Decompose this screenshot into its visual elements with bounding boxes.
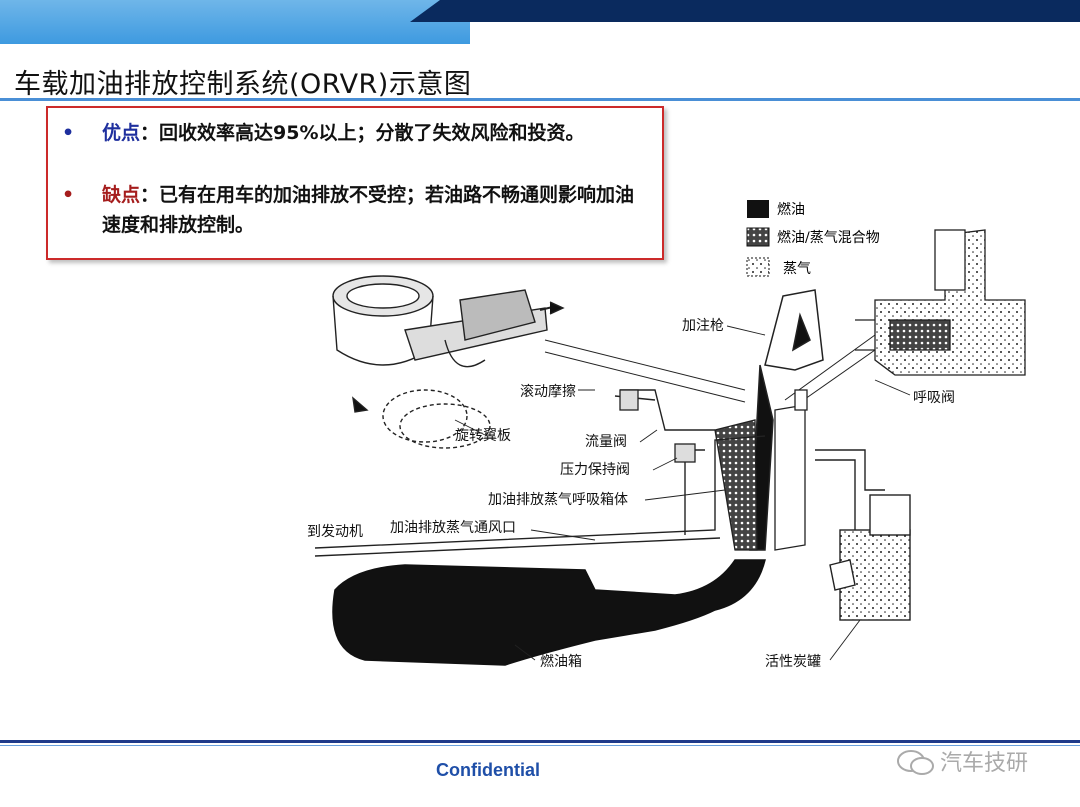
pros-text: ：回收效率高达95%以上；分散了失效风险和投资。 xyxy=(140,122,585,144)
filler-neck-detail xyxy=(332,275,565,449)
bullet-marker: • xyxy=(62,122,75,144)
cons-text: ：已有在用车的加油排放不受控；若油路不畅通则影响加油速度和排放控制。 xyxy=(102,184,635,236)
wechat-icon xyxy=(897,750,934,775)
label-breather: 呼吸阀 xyxy=(913,390,955,406)
bullet-marker: • xyxy=(62,184,75,206)
label-pressure: 压力保持阀 xyxy=(560,462,630,478)
label-leaders xyxy=(454,325,911,661)
header-band-light xyxy=(0,0,470,44)
label-flap: 旋转翼板 xyxy=(455,428,511,444)
label-chamber: 加油排放蒸气呼吸箱体 xyxy=(488,492,628,508)
label-rolling: 滚动摩擦 xyxy=(520,383,576,400)
label-vent: 加油排放蒸气通风口 xyxy=(390,520,516,536)
header-band-dark xyxy=(410,0,1080,22)
slide-title: 车载加油排放控制系统(ORVR)示意图 xyxy=(14,69,472,100)
label-engine: 到发动机 xyxy=(307,524,363,540)
fuel-tank xyxy=(332,559,766,666)
charcoal-canister xyxy=(829,494,911,621)
footer-divider-thin xyxy=(0,745,1080,746)
legend-vapor-swatch xyxy=(746,257,770,277)
vapor-chamber xyxy=(714,389,808,551)
title-divider xyxy=(0,98,1080,101)
footer-confidential: Confidential xyxy=(436,760,540,780)
orvr-diagram: 燃油 燃油/蒸气混合物 蒸气 xyxy=(307,200,1026,670)
legend-fuel-swatch xyxy=(747,200,769,218)
legend: 燃油 燃油/蒸气混合物 蒸气 xyxy=(746,200,880,277)
pros-cons-box: • 优点：回收效率高达95%以上；分散了失效风险和投资。 • 缺点：已有在用车的… xyxy=(46,106,664,260)
legend-mix-label: 燃油/蒸气混合物 xyxy=(777,229,880,246)
label-canister: 活性炭罐 xyxy=(765,654,821,670)
label-tank: 燃油箱 xyxy=(540,653,582,670)
label-flowvalve: 流量阀 xyxy=(585,434,627,450)
pros-key: 优点 xyxy=(102,122,141,144)
legend-vapor-label: 蒸气 xyxy=(783,261,811,277)
breather-valve-detail xyxy=(855,229,1026,376)
pressure-valve xyxy=(674,443,696,463)
vapor-pipes xyxy=(314,389,885,557)
cons-key: 缺点 xyxy=(102,184,141,206)
label-nozzle: 加注枪 xyxy=(682,317,724,334)
footer-divider xyxy=(0,740,1080,743)
flow-valve xyxy=(619,389,639,411)
leader-lines xyxy=(544,334,876,407)
diagram-labels: 加注枪 呼吸阀 滚动摩擦 旋转翼板 流量阀 压力保持阀 加油排放蒸气呼吸箱体 到… xyxy=(307,317,955,670)
legend-mix-swatch xyxy=(746,227,770,247)
legend-fuel-label: 燃油 xyxy=(777,201,805,218)
watermark-text: 汽车技研 xyxy=(940,751,1029,776)
